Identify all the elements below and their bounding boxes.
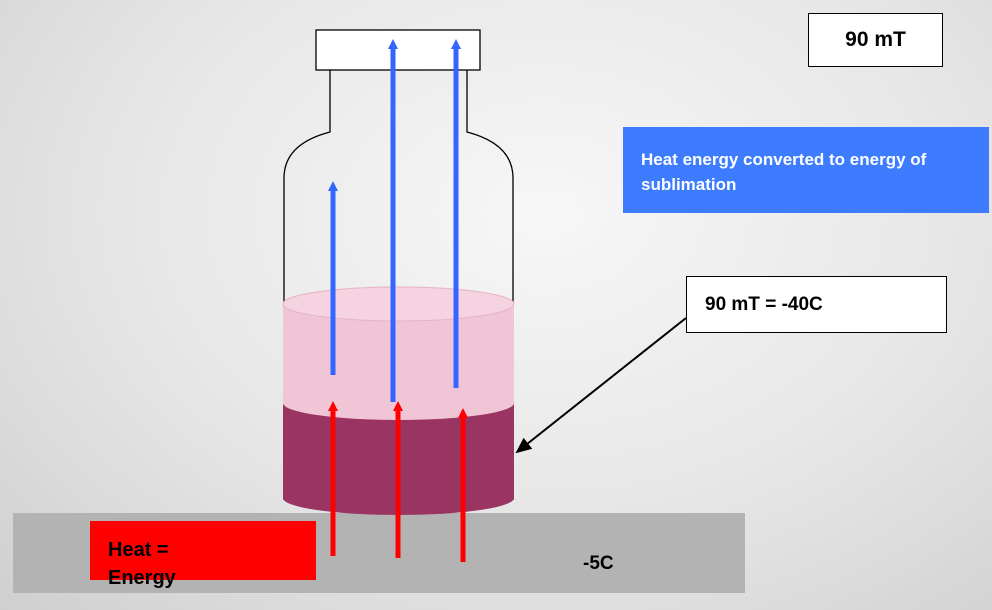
sublimation-note: Heat energy converted to energy of subli… [623, 127, 989, 213]
vial-stopper [315, 29, 481, 71]
pressure-equivalence-label: 90 mT = -40C [686, 276, 947, 333]
chamber-pressure-label: 90 mT [808, 13, 943, 67]
dried-layer [282, 286, 515, 420]
heat-energy-label: Heat = Energy [108, 536, 176, 592]
heat-label-line1: Heat = [108, 539, 169, 561]
vial-outline [283, 70, 514, 500]
pointer-arrow [515, 317, 687, 454]
heat-energy-box [90, 521, 316, 580]
heat-label-line2: Energy [108, 567, 176, 589]
shelf-temperature-label: -5C [583, 553, 614, 574]
